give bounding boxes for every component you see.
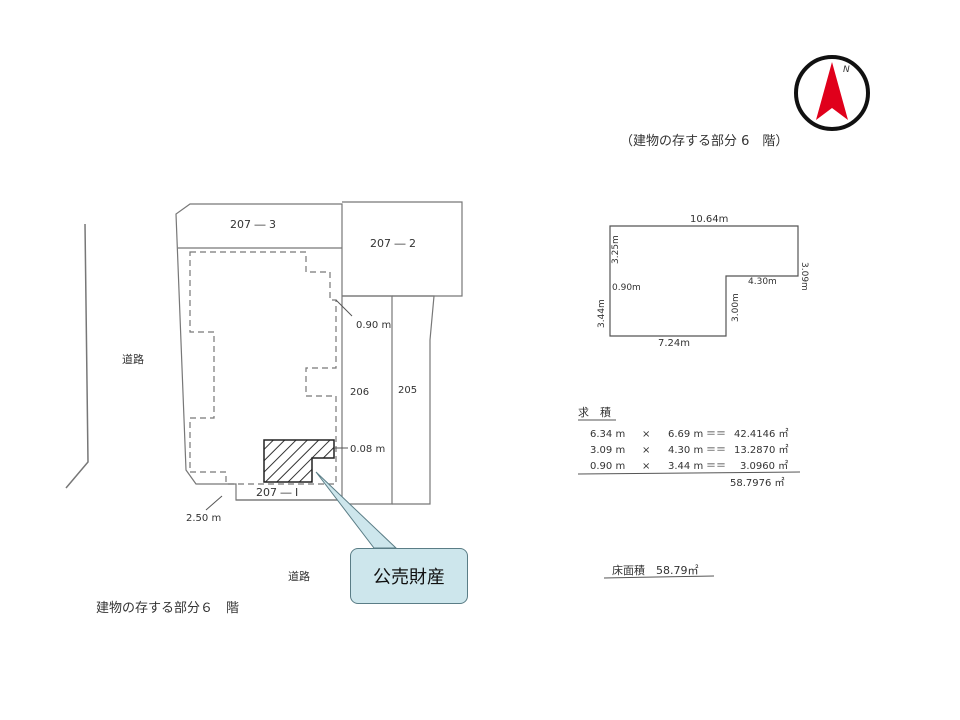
fp-dim-step-left: 0.90m — [612, 283, 641, 293]
road-west-label: 道路 — [122, 352, 144, 366]
row2-b: 4.30 m — [668, 445, 703, 456]
row1-eq: ＝＝ — [706, 429, 726, 440]
footer-title: 建物の存する部分６ 階 — [96, 601, 239, 616]
row2-eq: ＝＝ — [706, 445, 726, 456]
hatched-property-area — [263, 439, 335, 483]
area-calculation: 求 積 6.34 m × 6.69 m ＝＝ 42.4146 ㎡ 3.09 m … — [577, 405, 801, 579]
area-heading: 求 積 — [578, 405, 611, 419]
row3-r: 3.0960 ㎡ — [740, 460, 788, 472]
dim-090: 0.90 m — [356, 320, 391, 331]
row1-a: 6.34 m — [590, 429, 625, 440]
leader-090 — [335, 299, 353, 317]
floor-plan-outline — [609, 225, 799, 337]
dim-008: 0.08 m — [350, 444, 385, 455]
row2-op: × — [642, 445, 650, 456]
row2-r: 13.2870 ㎡ — [734, 444, 789, 456]
lot-207-3: 207 ― 3 — [230, 218, 276, 231]
road-south-label: 道路 — [288, 569, 310, 583]
row3-op: × — [642, 461, 650, 472]
fp-dim-right-upper: 3.09m — [799, 262, 809, 291]
row3-a: 0.90 m — [590, 461, 625, 472]
leader-250 — [205, 495, 223, 511]
row2-a: 3.09 m — [590, 445, 625, 456]
callout-pointer — [315, 471, 398, 549]
lot-206: 206 — [350, 387, 369, 398]
road-west-line — [65, 223, 89, 489]
fp-dim-left-upper: 3.25m — [611, 235, 621, 264]
compass-north-letter: N — [843, 65, 850, 75]
row1-b: 6.69 m — [668, 429, 703, 440]
row3-eq: ＝＝ — [706, 461, 726, 472]
lot-207-1: 207 ― I — [256, 486, 298, 499]
row3-b: 3.44 m — [668, 461, 703, 472]
callout-label: 公売財産 — [373, 567, 445, 588]
compass-icon: N — [794, 55, 870, 131]
row1-r: 42.4146 ㎡ — [734, 428, 789, 440]
row1-op: × — [642, 429, 650, 440]
floor-area: 床面積 58.79㎡ — [612, 563, 699, 577]
fp-dim-bottom: 7.24m — [658, 338, 690, 349]
public-sale-callout: 公売財産 — [350, 548, 468, 604]
fp-dim-top: 10.64m — [690, 214, 728, 225]
building-outline — [189, 251, 337, 485]
site-plan — [175, 201, 463, 505]
fp-dim-inner: 3.00m — [731, 293, 741, 322]
dim-250: 2.50 m — [186, 513, 221, 524]
lot-205: 205 — [398, 385, 417, 396]
area-total: 58.7976 ㎡ — [730, 477, 785, 489]
fp-dim-left-lower: 3.44m — [597, 299, 607, 328]
lot-207-2: 207 ― 2 — [370, 237, 416, 250]
floor-title-top: （建物の存する部分 6 階） — [620, 134, 788, 149]
fp-dim-step-right: 4.30m — [748, 277, 777, 287]
